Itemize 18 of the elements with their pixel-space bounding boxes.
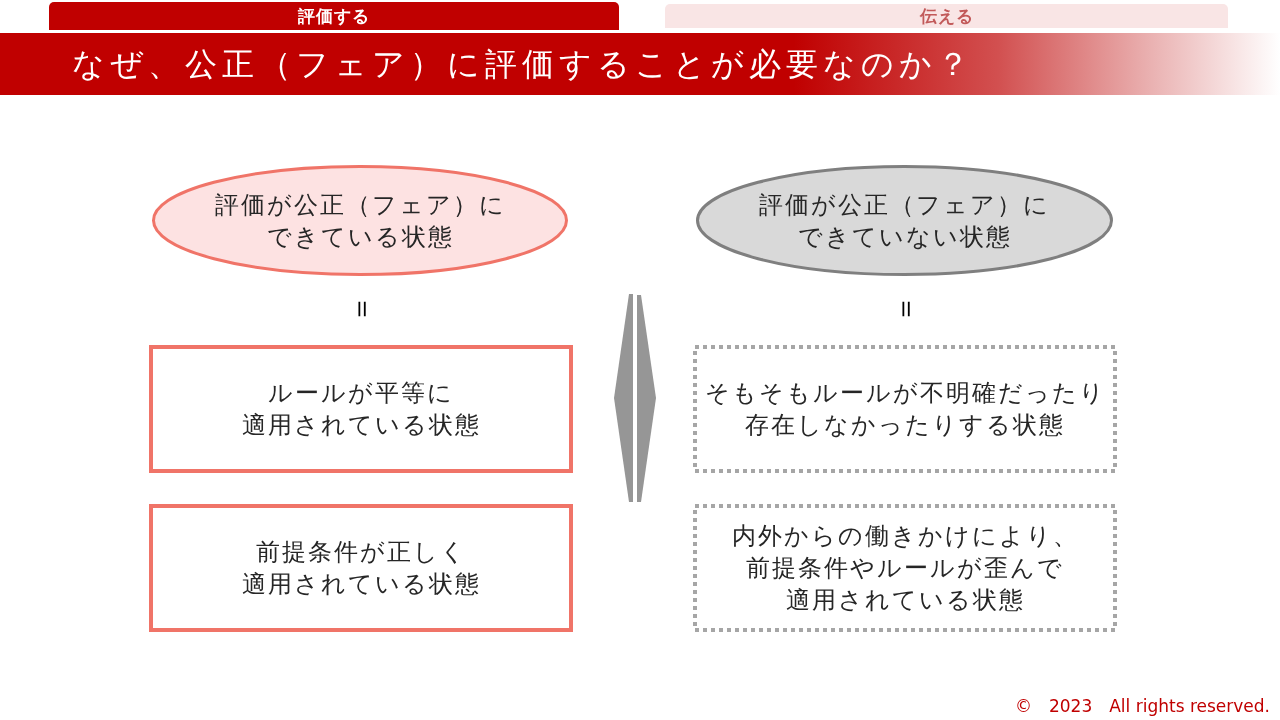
state-text: そもそもルールが不明確だったり存在しなかったりする状態	[704, 378, 1106, 441]
state-box	[149, 345, 573, 473]
equals-sign: ＝	[349, 295, 377, 323]
state-text: 前提条件が正しく適用されている状態	[241, 537, 481, 600]
section-tab: 評価する	[49, 2, 619, 30]
state-box	[149, 504, 573, 632]
state-ellipse	[696, 165, 1113, 276]
state-text: 評価が公正（フェア）にできている状態	[214, 189, 506, 253]
state-box	[693, 504, 1117, 632]
state-text: 評価が公正（フェア）にできていない状態	[759, 189, 1050, 253]
state-text: 内外からの働きかけにより、前提条件やルールが歪んで適用されている状態	[731, 521, 1079, 616]
state-ellipse	[152, 165, 568, 276]
section-tab: 伝える	[665, 4, 1228, 28]
copyright-notice: © 2023 All rights reserved.	[1014, 695, 1270, 717]
slide-title: なぜ、公正（フェア）に評価することが必要なのか？	[72, 44, 974, 85]
equals-sign: ＝	[893, 295, 921, 323]
state-text: ルールが平等に適用されている状態	[241, 378, 481, 441]
state-box	[693, 345, 1117, 473]
